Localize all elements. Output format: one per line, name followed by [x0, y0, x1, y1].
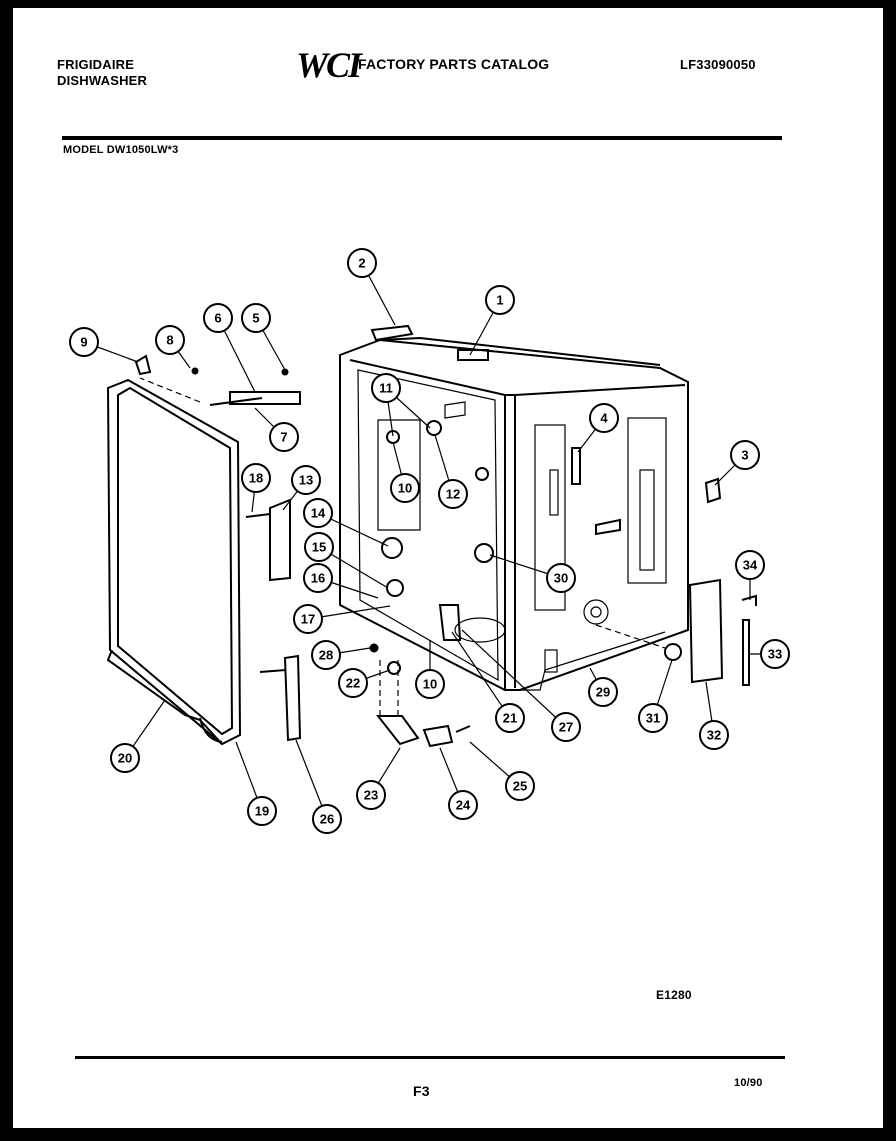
callout-1: 1	[485, 285, 515, 315]
callout-13: 13	[291, 465, 321, 495]
callout-26: 26	[312, 804, 342, 834]
callout-18: 18	[241, 463, 271, 493]
svg-text:22: 22	[346, 676, 360, 691]
svg-text:27: 27	[559, 720, 573, 735]
catalog-number: LF33090050	[680, 57, 756, 72]
svg-text:4: 4	[600, 411, 608, 426]
callout-10: 10	[390, 473, 420, 503]
callout-2: 2	[347, 248, 377, 278]
callout-19: 19	[247, 796, 277, 826]
svg-text:13: 13	[299, 473, 313, 488]
leader-lines	[83, 262, 775, 820]
model-number: MODEL DW1050LW*3	[63, 144, 179, 156]
drawing-code: E1280	[656, 988, 692, 1002]
callout-5: 5	[241, 303, 271, 333]
svg-text:30: 30	[554, 571, 568, 586]
callout-16: 16	[303, 563, 333, 593]
small-parts	[134, 324, 757, 748]
wci-logo: WCI	[296, 45, 362, 85]
svg-text:14: 14	[311, 506, 326, 521]
callout-33: 33	[760, 639, 790, 669]
callout-8: 8	[155, 325, 185, 355]
svg-text:24: 24	[456, 798, 471, 813]
callout-4: 4	[589, 403, 619, 433]
header-rule	[62, 136, 782, 140]
svg-text:18: 18	[249, 471, 263, 486]
callout-6: 6	[203, 303, 233, 333]
callout-24: 24	[448, 790, 478, 820]
callout-20: 20	[110, 743, 140, 773]
brand-name: FRIGIDAIRE	[57, 57, 135, 72]
callout-34: 34	[735, 550, 765, 580]
svg-text:21: 21	[503, 711, 517, 726]
svg-text:5: 5	[252, 311, 259, 326]
svg-text:25: 25	[513, 779, 527, 794]
callout-3: 3	[730, 440, 760, 470]
callout-12: 12	[438, 479, 468, 509]
callout-29: 29	[588, 677, 618, 707]
callout-9: 9	[69, 327, 99, 357]
revision-date: 10/90	[734, 1077, 763, 1089]
svg-text:20: 20	[118, 751, 132, 766]
callout-15: 15	[304, 532, 334, 562]
svg-text:8: 8	[166, 333, 173, 348]
svg-text:3: 3	[741, 448, 748, 463]
svg-text:33: 33	[768, 647, 782, 662]
svg-text:11: 11	[379, 381, 393, 396]
footer-rule	[75, 1056, 785, 1059]
callout-28: 28	[311, 640, 341, 670]
callout-10-lower: 10	[415, 669, 445, 699]
svg-text:23: 23	[364, 788, 378, 803]
svg-text:12: 12	[446, 487, 460, 502]
svg-text:9: 9	[80, 335, 87, 350]
callout-14: 14	[303, 498, 333, 528]
svg-text:16: 16	[311, 571, 325, 586]
callout-30: 30	[546, 563, 576, 593]
page-label: F3	[413, 1083, 430, 1099]
svg-text:15: 15	[312, 540, 326, 555]
callout-17: 17	[293, 604, 323, 634]
callout-7: 7	[269, 422, 299, 452]
svg-text:1: 1	[496, 293, 503, 308]
svg-text:31: 31	[646, 711, 660, 726]
callout-22: 22	[338, 668, 368, 698]
svg-text:6: 6	[214, 311, 221, 326]
brand-block: FRIGIDAIRE DISHWASHER	[57, 57, 147, 89]
svg-text:10: 10	[423, 677, 437, 692]
callout-25: 25	[505, 771, 535, 801]
callout-31: 31	[638, 703, 668, 733]
svg-text:34: 34	[743, 558, 758, 573]
svg-text:7: 7	[280, 430, 287, 445]
callout-11: 11	[371, 373, 401, 403]
callout-27: 27	[551, 712, 581, 742]
svg-text:10: 10	[398, 481, 412, 496]
svg-text:32: 32	[707, 728, 721, 743]
callout-21: 21	[495, 703, 525, 733]
svg-text:28: 28	[319, 648, 333, 663]
svg-text:26: 26	[320, 812, 334, 827]
svg-text:29: 29	[596, 685, 610, 700]
svg-text:19: 19	[255, 804, 269, 819]
door-panel	[106, 378, 242, 746]
catalog-title: FACTORY PARTS CATALOG	[358, 56, 550, 72]
appliance-type: DISHWASHER	[57, 73, 148, 88]
callout-23: 23	[356, 780, 386, 810]
callout-32: 32	[699, 720, 729, 750]
svg-text:2: 2	[358, 256, 365, 271]
svg-text:17: 17	[301, 612, 315, 627]
